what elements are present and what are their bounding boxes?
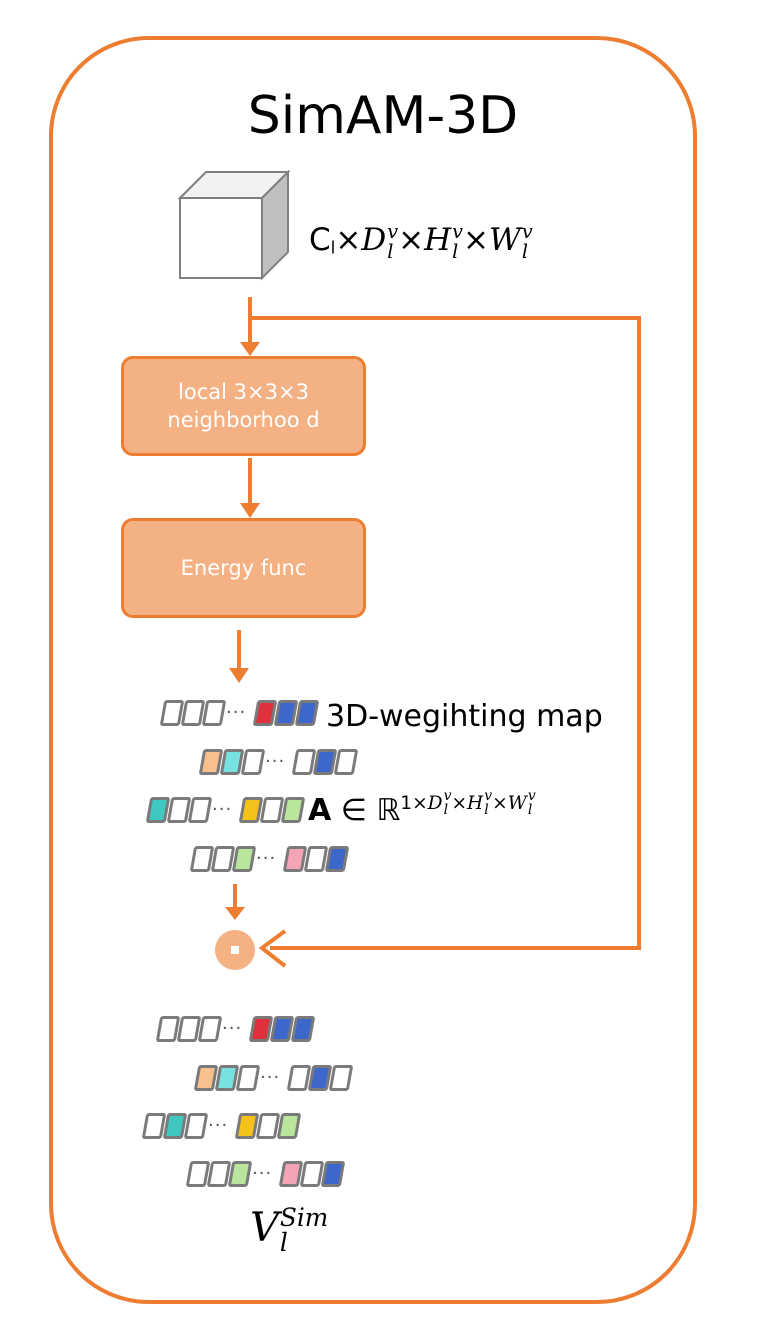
arrows	[233, 297, 641, 968]
diagram-title: SimAM-3D	[247, 86, 519, 146]
simam-3d-frame	[49, 36, 697, 1304]
neighborhood-label: local 3×3×3 neighborhoo d	[167, 379, 320, 432]
weighting-map-label: 3D-wegihting map	[326, 699, 603, 734]
ellipsis: ···	[252, 1163, 273, 1184]
ellipsis: ···	[260, 1067, 281, 1088]
ellipsis: ···	[208, 1115, 229, 1136]
feature-cube	[177, 169, 291, 281]
neighborhood-box: local 3×3×3 neighborhoo d	[121, 356, 366, 456]
ellipsis: ···	[226, 702, 247, 723]
energy-function-box: Energy func	[121, 518, 366, 618]
ellipsis: ···	[222, 1018, 243, 1039]
ellipsis: ···	[212, 799, 233, 820]
energy-label: Energy func	[180, 555, 307, 580]
arrowheads	[225, 342, 260, 920]
multiply-dot-icon	[231, 946, 239, 954]
skip-connection	[250, 316, 641, 950]
skip-arrowhead	[258, 929, 287, 968]
ellipsis: ···	[265, 751, 286, 772]
ellipsis: ···	[256, 848, 277, 869]
